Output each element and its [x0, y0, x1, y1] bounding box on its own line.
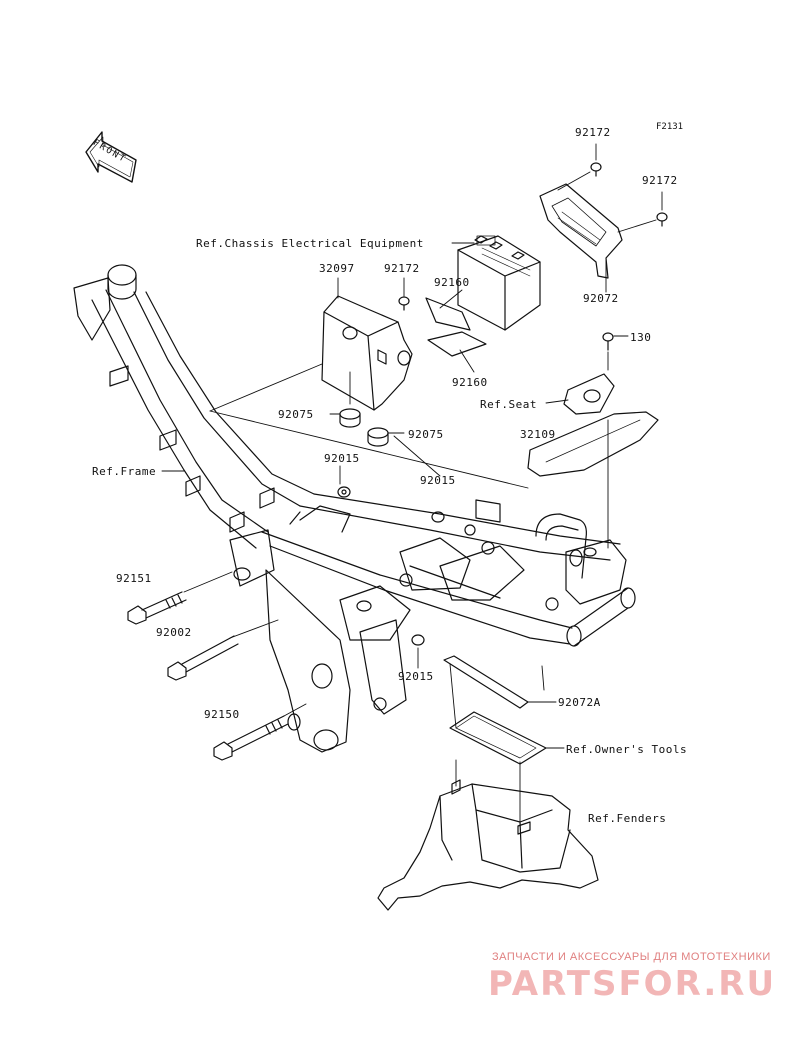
- rear-fender: [377, 779, 599, 911]
- ref-owners-tools[interactable]: Ref.Owner's Tools: [566, 743, 688, 756]
- ref-seat[interactable]: Ref.Seat: [480, 398, 537, 411]
- bolt-icon: [127, 591, 301, 761]
- leader-lines: [161, 143, 663, 827]
- part-92160-top[interactable]: 92160: [434, 276, 470, 289]
- main-frame: [73, 264, 636, 753]
- electrical-box: [321, 295, 413, 411]
- part-92075-right[interactable]: 92075: [408, 428, 444, 441]
- part-92072[interactable]: 92072: [583, 292, 619, 305]
- part-92172-top[interactable]: 92172: [575, 126, 611, 139]
- rear-guard: [527, 411, 659, 477]
- part-130[interactable]: 130: [630, 331, 652, 344]
- ref-fenders[interactable]: Ref.Fenders: [588, 812, 667, 825]
- part-92002[interactable]: 92002: [156, 626, 192, 639]
- battery: [457, 235, 541, 331]
- front-arrow-icon: [85, 131, 137, 183]
- part-32109[interactable]: 32109: [520, 428, 556, 441]
- part-92015-lower[interactable]: 92015: [398, 670, 434, 683]
- grommet: [337, 408, 445, 646]
- bolt-icon: [398, 162, 668, 351]
- figure-code: F2131: [656, 122, 684, 132]
- watermark-brand: PARTSFOR.RU: [488, 964, 777, 1004]
- part-92160-bottom[interactable]: 92160: [452, 376, 488, 389]
- tool-strap: [443, 655, 547, 765]
- part-92015-upper[interactable]: 92015: [324, 452, 360, 465]
- watermark-tagline: ЗАПЧАСТИ И АКСЕССУАРЫ ДЛЯ МОТОТЕХНИКИ: [492, 951, 771, 963]
- part-92015-mid[interactable]: 92015: [420, 474, 456, 487]
- battery-holder-bracket: [539, 183, 623, 279]
- ref-chassis-electrical[interactable]: Ref.Chassis Electrical Equipment: [196, 237, 424, 250]
- part-92172-mid[interactable]: 92172: [384, 262, 420, 275]
- battery-pad: [425, 297, 487, 357]
- part-92150[interactable]: 92150: [204, 708, 240, 721]
- part-92151[interactable]: 92151: [116, 572, 152, 585]
- part-92075-left[interactable]: 92075: [278, 408, 314, 421]
- seat-bracket: [563, 373, 615, 415]
- part-92172-right[interactable]: 92172: [642, 174, 678, 187]
- ref-frame[interactable]: Ref.Frame: [92, 465, 157, 478]
- part-32097[interactable]: 32097: [319, 262, 355, 275]
- part-92072a[interactable]: 92072A: [558, 696, 601, 709]
